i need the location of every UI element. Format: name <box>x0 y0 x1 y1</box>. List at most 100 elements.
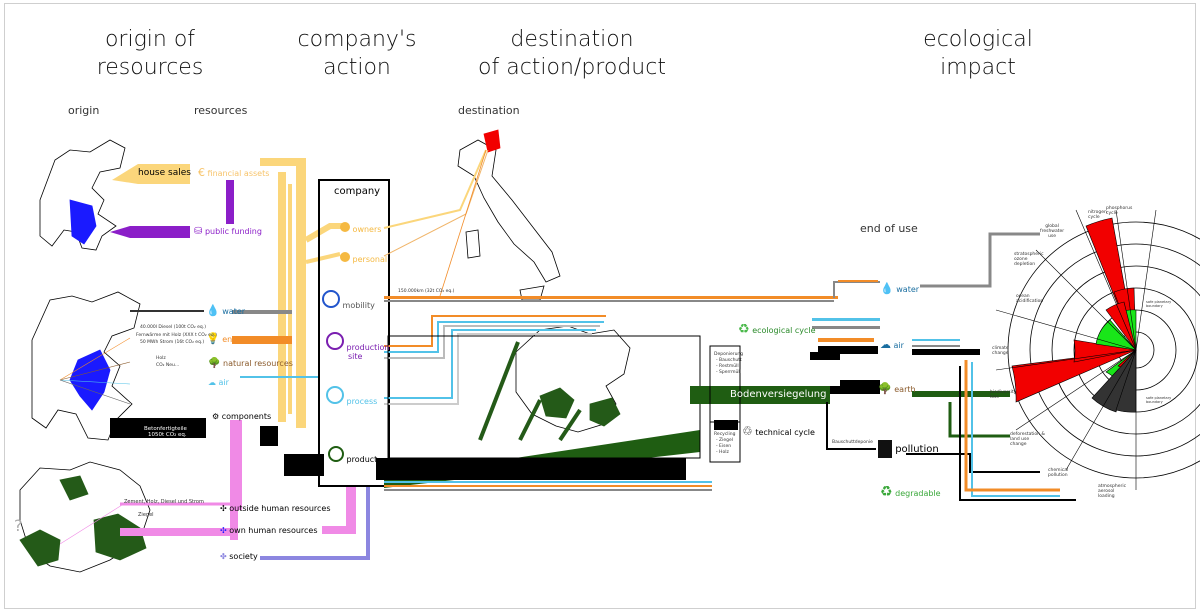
electricity-note: 50 MWh Strom (16t CO₂ eq.) <box>140 340 205 345</box>
water-text: water <box>222 307 246 316</box>
own-human-resources-label: ✣ own human resources <box>220 526 318 535</box>
bauschuttdeponie-label: Bauschuttdeponie <box>832 440 873 445</box>
production-site-label: production site <box>326 332 390 361</box>
water-drop-icon: 💧 <box>206 304 220 317</box>
bodenversiegelung-bar <box>690 386 830 404</box>
header-company-action-line2: action <box>323 55 391 80</box>
diagram-frame <box>4 3 1196 609</box>
recycling-item-3: - Holz <box>716 450 729 455</box>
eou-air-label: ☁ air <box>880 338 904 351</box>
house-sales-label: house sales <box>138 168 191 178</box>
company-title: company <box>334 186 381 197</box>
coins-icon: € <box>198 166 205 179</box>
unknown-origin-mark: ? <box>14 516 23 535</box>
recycle-icon: ♻ <box>738 322 750 337</box>
owners-text: owners <box>352 225 382 234</box>
europe-map-financial <box>39 139 126 251</box>
boundary-phosphorus: phosphorus cycle <box>1106 206 1133 216</box>
cloud-icon: ☁ <box>208 378 216 387</box>
header-destination: destination of action/product <box>470 26 674 82</box>
header-ecological-line1: ecological <box>923 27 1033 52</box>
boundary-safe-2: safe planetary boundary <box>1146 396 1172 404</box>
europe-map-destination <box>515 325 631 433</box>
pollution-text: pollution <box>895 444 939 455</box>
personal-label: personal <box>340 252 387 264</box>
natural-resources-label: 🌳 natural resources <box>208 358 293 369</box>
concrete-note-b: 1050t CO₂ eq. <box>148 432 187 438</box>
deponierung-item-1: - Bauschutt <box>716 358 742 363</box>
bricks-note: Ziegel <box>138 512 154 518</box>
process-label: process <box>326 386 377 406</box>
boundary-ozone: stratospheric ozone depletion <box>1014 252 1044 267</box>
ecological-cycle-label: ♻ ecological cycle <box>738 322 816 337</box>
house-icon <box>326 332 344 350</box>
materials-note: Zement, Holz, Diesel und Strom <box>124 499 204 505</box>
ecological-cycle-text: ecological cycle <box>752 326 816 335</box>
personal-icon <box>340 252 350 262</box>
energy-label: 💡 energy <box>206 332 250 345</box>
subheader-destination: destination <box>458 104 520 117</box>
owners-label: owners <box>340 222 381 234</box>
energy-text: energy <box>222 335 251 344</box>
planetary-boundaries-chart <box>995 209 1200 490</box>
eou-tree-icon: 🌳 <box>878 382 892 395</box>
europe-map-resources <box>31 291 141 441</box>
product-text: product <box>346 455 378 464</box>
boundary-freshwater: global freshwater use <box>1040 224 1065 239</box>
technical-cycle-text: technical cycle <box>755 428 815 437</box>
air-label: ☁ air <box>208 378 229 387</box>
header-ecological-line2: impact <box>940 55 1016 80</box>
eou-earth-text: earth <box>894 385 916 394</box>
boundary-aerosol: atmospheric aerosol loading <box>1098 484 1127 499</box>
degradable-label: ♻ degradable <box>880 484 941 500</box>
eou-earth-label: 🌳 earth <box>878 382 916 395</box>
owners-icon <box>340 222 350 232</box>
degradable-text: degradable <box>895 489 941 498</box>
financial-assets-text: financial assets <box>207 169 270 178</box>
product-icon <box>328 446 344 462</box>
production-site-line1: production <box>346 343 390 352</box>
public-funding-label: ⛁ public funding <box>194 226 262 237</box>
header-destination-line1: destination <box>510 27 634 52</box>
outside-human-resources-label: ✣ outside human resources <box>220 504 331 513</box>
header-origin-of-resources: origin of resources <box>96 27 204 80</box>
boundary-chemical: chemical pollution <box>1048 468 1069 478</box>
recycling-item-1: - Ziegel <box>716 438 734 443</box>
italy-map <box>457 129 561 301</box>
boundary-safe-1: safe planetary boundary <box>1146 300 1172 308</box>
header-destination-line2: of action/product <box>478 55 666 80</box>
natural-resources-text: natural resources <box>223 359 293 368</box>
components-label: ⚙ components <box>212 412 271 421</box>
eou-water-text: water <box>896 285 920 294</box>
header-ecological-impact: ecological impact <box>900 26 1056 82</box>
subheader-end-of-use: end of use <box>860 222 918 235</box>
deponierung-item-3: - Sperrmüll <box>716 370 741 375</box>
wood-note: Holz <box>156 356 166 361</box>
boundary-climate: climate change <box>992 346 1009 356</box>
concrete-note-a: Betonfertigteile <box>144 426 187 432</box>
deponierung-label: Deponierung <box>714 352 744 357</box>
air-text: air <box>218 378 229 387</box>
process-icon <box>326 386 344 404</box>
outside-human-resources-text: outside human resources <box>229 504 331 513</box>
company-box <box>318 179 390 487</box>
society-text: society <box>229 552 258 561</box>
house-sales-arrow <box>112 164 190 184</box>
tree-icon: 🌳 <box>208 358 221 369</box>
trash-icon <box>878 440 892 458</box>
society-icon: ✤ <box>220 552 227 561</box>
boundary-nitrogen: nitrogen cycle <box>1088 210 1107 220</box>
recycling-label: Recycling <box>714 432 736 437</box>
technical-cycle-label: ♲ technical cycle <box>742 424 815 438</box>
components-text: components <box>221 412 272 421</box>
eou-water-drop-icon: 💧 <box>880 282 894 295</box>
heat-note: Fernwärme mit Holz (XXX t CO₂ eq.) <box>136 333 217 338</box>
co2-note: CO₂ Neu... <box>156 363 180 368</box>
eou-air-text: air <box>893 341 904 350</box>
mobility-text: mobility <box>342 301 375 310</box>
financial-assets-label: € financial assets <box>198 166 269 179</box>
own-human-resources-text: own human resources <box>229 526 318 535</box>
diesel-note: 40.000l Diesel (100t CO₂ eq.) <box>140 325 206 330</box>
production-site-line2: site <box>348 352 363 361</box>
